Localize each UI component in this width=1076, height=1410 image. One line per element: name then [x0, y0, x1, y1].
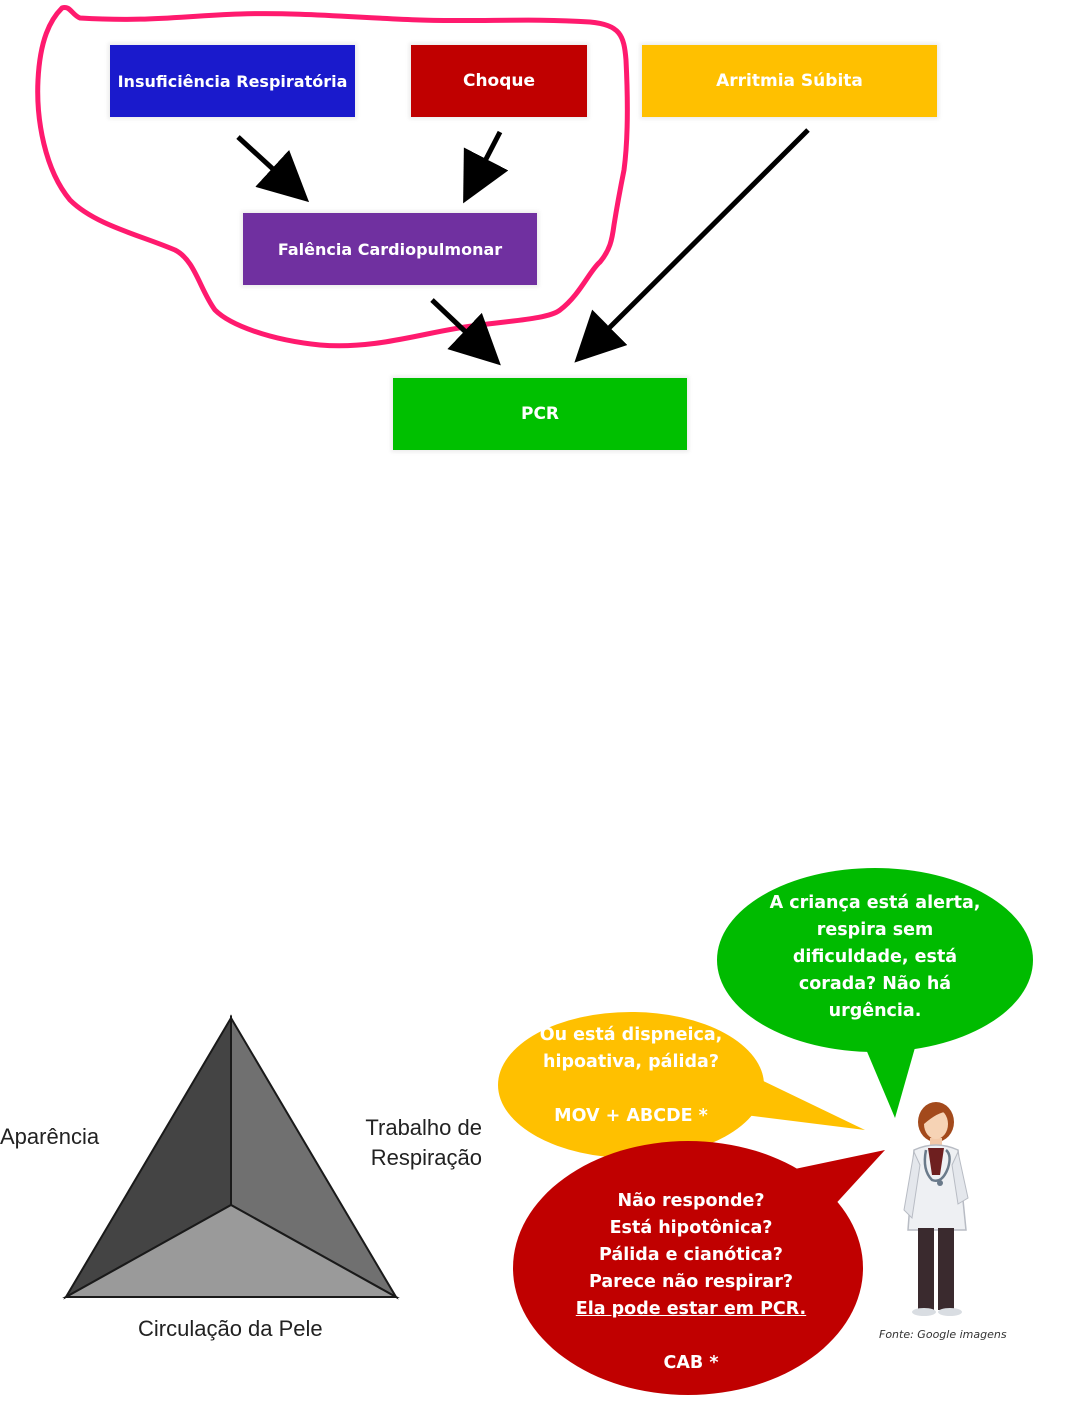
green-line-1: A criança está alerta,	[769, 893, 981, 913]
arrow-ir-to-falencia	[236, 135, 310, 203]
green-line-2: respira sem	[816, 920, 934, 940]
triangle-bottom-face	[62, 1203, 400, 1298]
red-underlined-line: Ela pode estar em PCR.	[575, 1299, 807, 1319]
arrow-choque-to-falencia	[463, 130, 509, 204]
triangle-label-circulacao: Circulação da Pele	[138, 1316, 323, 1341]
triangle-label-trabalho-line1: Trabalho de	[365, 1115, 482, 1140]
highlight-loop	[35, 4, 630, 349]
red-line-1: Não responde?	[617, 1191, 765, 1211]
triangle-label-trabalho-respiracao: Trabalho de Respiração	[340, 1113, 482, 1173]
arrow-arritmia-to-pcr	[574, 128, 810, 363]
flowchart-arrows	[35, 4, 810, 366]
triangle-label-trabalho-line2: Respiração	[370, 1145, 482, 1170]
arritmia-subita-box: Arritmia Súbita	[642, 45, 937, 117]
red-footer: CAB *	[663, 1353, 719, 1373]
red-line-2: Está hipotônica?	[609, 1218, 773, 1238]
red-speech-bubble	[513, 1141, 885, 1395]
doctor-figure	[903, 1102, 969, 1316]
falencia-cardiopulmonar-box: Falência Cardiopulmonar	[243, 213, 537, 285]
red-line-4: Parece não respirar?	[588, 1272, 794, 1292]
yellow-speech-bubble	[498, 1012, 865, 1158]
assessment-triangle	[62, 1014, 400, 1300]
green-line-3: dificuldade, está	[792, 947, 958, 967]
red-line-3: Pálida e cianótica?	[599, 1245, 783, 1265]
red-bubble-text: Não responde? Está hipotônica? Pálida e …	[560, 1188, 822, 1377]
yellow-footer: MOV + ABCDE *	[554, 1106, 708, 1126]
source-caption: Fonte: Google imagens	[879, 1328, 1007, 1341]
green-bubble-text: A criança está alerta, respira sem dific…	[752, 890, 998, 1025]
yellow-bubble-text: Ou está dispneica, hipoativa, pálida? MO…	[516, 1022, 746, 1130]
pcr-box: PCR	[393, 378, 687, 450]
green-speech-bubble	[717, 868, 1033, 1118]
yellow-line-1: Ou está dispneica,	[539, 1025, 723, 1045]
insuficiencia-respiratoria-box: Insuficiência Respiratória	[110, 45, 355, 117]
green-line-5: urgência.	[828, 1001, 922, 1021]
arrow-falencia-to-pcr	[430, 298, 501, 366]
yellow-line-2: hipoativa, pálida?	[543, 1052, 719, 1072]
green-line-4: corada? Não há	[798, 974, 952, 994]
choque-box: Choque	[411, 45, 587, 117]
triangle-label-aparencia: Aparência	[0, 1124, 100, 1149]
